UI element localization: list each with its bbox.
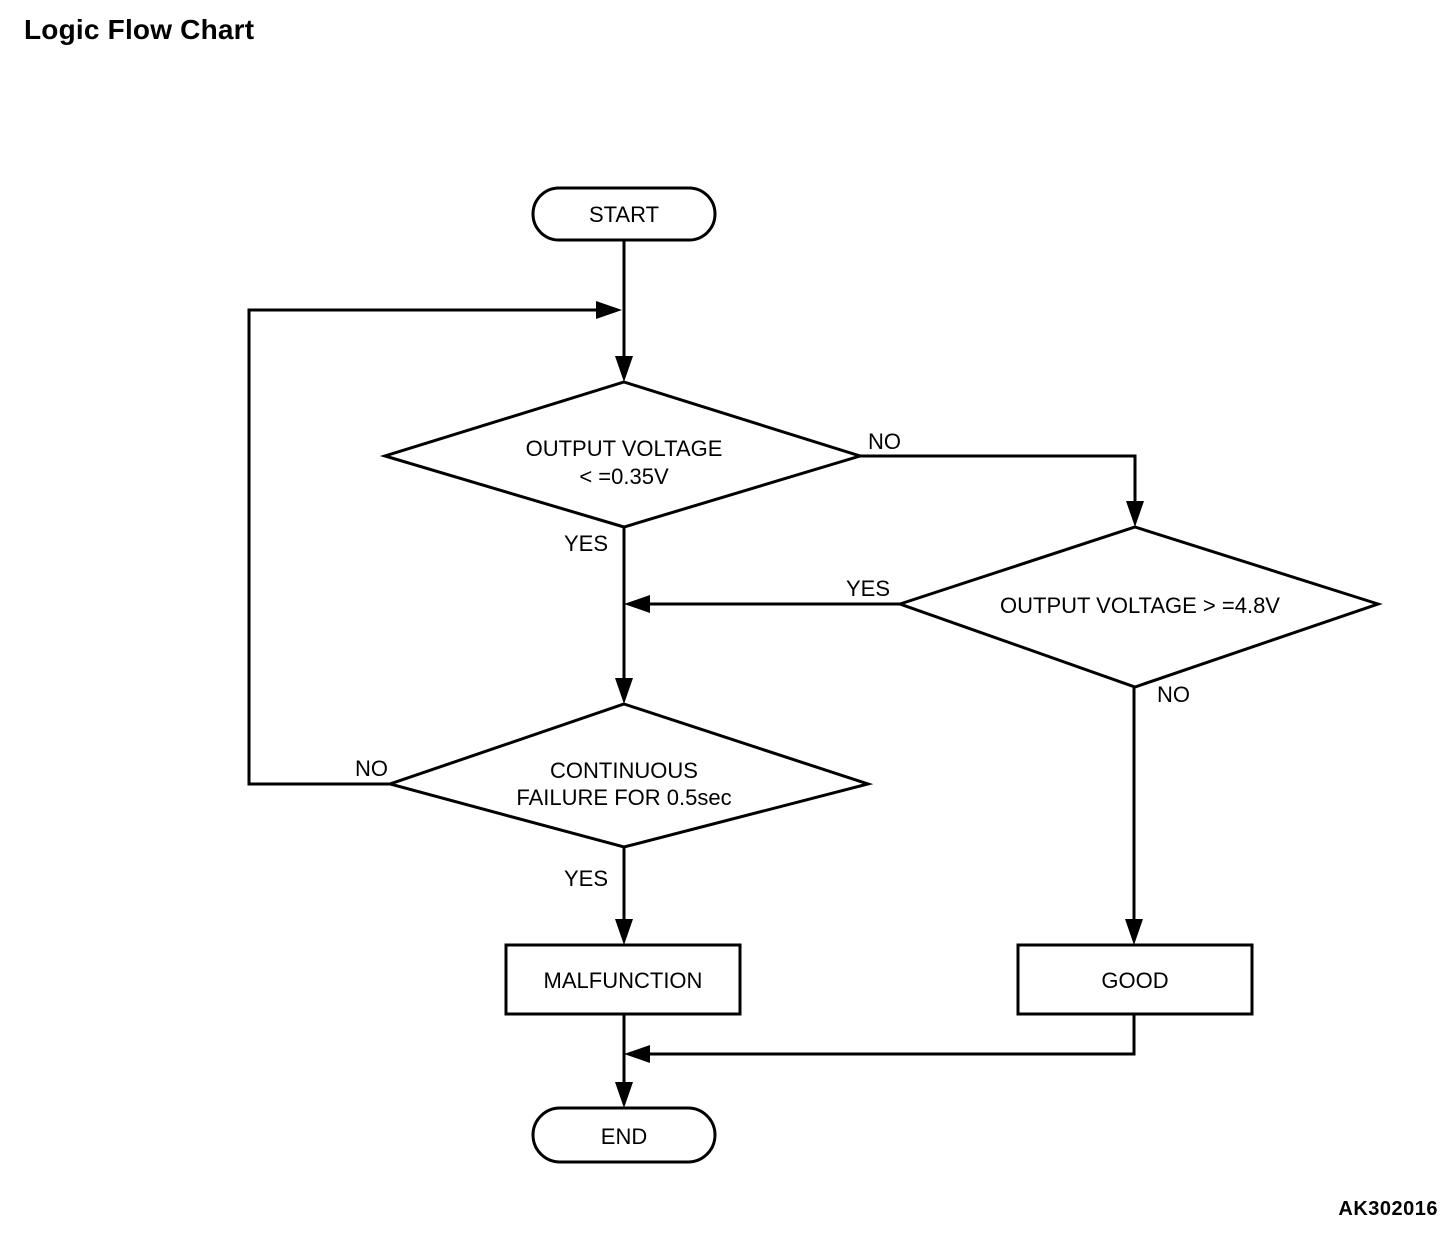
edge-decision-continuous-no-feedback bbox=[247, 301, 622, 786]
node-decision-output-voltage-low[interactable]: OUTPUT VOLTAGE < =0.35V bbox=[379, 380, 866, 529]
edge-label-no-decision-low: NO bbox=[868, 429, 901, 454]
edge-label-no-decision-continuous: NO bbox=[355, 756, 388, 781]
edge-decision-high-yes bbox=[624, 595, 900, 613]
edge-good-to-end bbox=[624, 1014, 1136, 1063]
edge-label-yes-decision-high: YES bbox=[846, 576, 890, 601]
node-decision-continuous-failure[interactable]: CONTINUOUS FAILURE FOR 0.5sec bbox=[384, 702, 874, 849]
node-good[interactable]: GOOD bbox=[1016, 943, 1254, 1016]
node-decision-low-line1: OUTPUT VOLTAGE bbox=[526, 436, 723, 461]
edge-start-to-decision-low bbox=[615, 240, 633, 382]
node-end-label: END bbox=[601, 1124, 647, 1149]
edge-label-yes-decision-low: YES bbox=[564, 531, 608, 556]
edge-decision-high-no bbox=[1125, 687, 1143, 945]
node-decision-low-line2: < =0.35V bbox=[579, 464, 669, 489]
edge-malfunction-to-end bbox=[615, 1014, 633, 1108]
node-malfunction-label: MALFUNCTION bbox=[544, 968, 703, 993]
node-malfunction[interactable]: MALFUNCTION bbox=[504, 943, 742, 1016]
edge-label-yes-decision-continuous: YES bbox=[564, 866, 608, 891]
node-decision-output-voltage-high[interactable]: OUTPUT VOLTAGE > =4.8V bbox=[895, 525, 1383, 689]
node-good-label: GOOD bbox=[1101, 968, 1168, 993]
node-decision-high-line1: OUTPUT VOLTAGE > =4.8V bbox=[1000, 593, 1280, 618]
edge-label-no-decision-high: NO bbox=[1157, 682, 1190, 707]
edge-decision-continuous-yes bbox=[615, 847, 633, 945]
node-start[interactable]: START bbox=[531, 186, 717, 242]
node-start-label: START bbox=[589, 202, 659, 227]
node-end[interactable]: END bbox=[531, 1106, 717, 1164]
page-title: Logic Flow Chart bbox=[24, 14, 255, 45]
node-decision-continuous-line1: CONTINUOUS bbox=[550, 758, 698, 783]
watermark-code: AK302016 bbox=[1338, 1198, 1438, 1220]
edge-decision-low-no bbox=[860, 454, 1144, 527]
edge-decision-low-yes bbox=[615, 527, 633, 704]
node-decision-continuous-line2: FAILURE FOR 0.5sec bbox=[516, 785, 731, 810]
